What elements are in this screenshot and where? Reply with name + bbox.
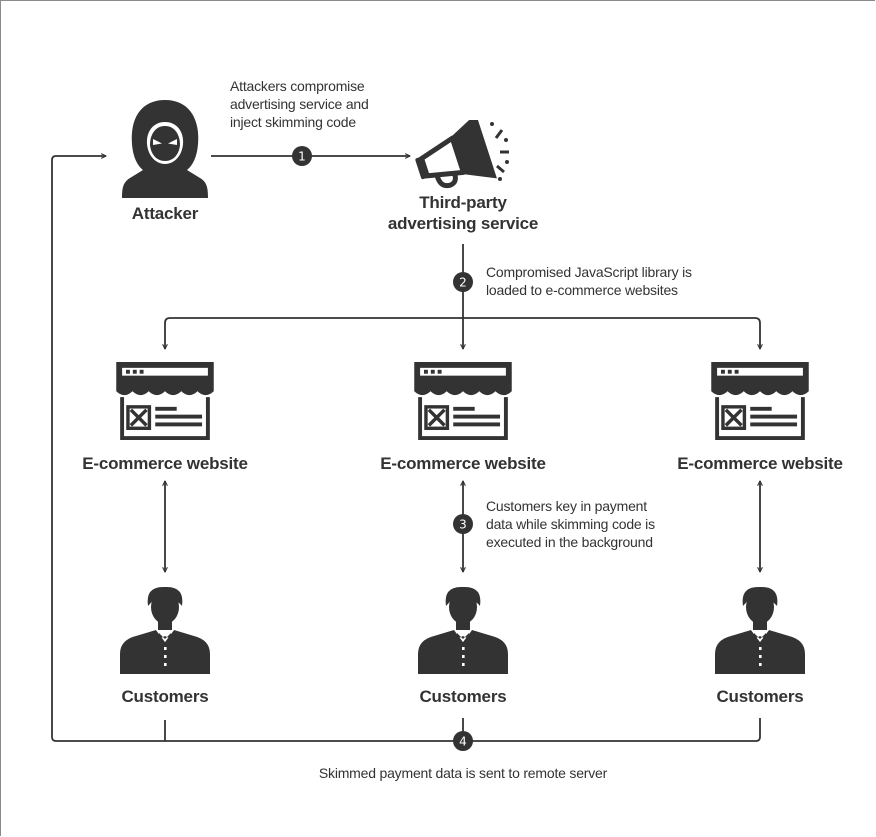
return-loop-to-attacker: [51, 156, 761, 742]
website-label-center: E-commerce website: [380, 454, 546, 473]
storefront-icon-left: [116, 362, 214, 440]
step-2-line-1: Compromised JavaScript library is: [486, 264, 692, 280]
customers-label-left: Customers: [121, 687, 209, 706]
customer-person-icon-right: [715, 586, 805, 674]
step-1-line-3: inject skimming code: [230, 114, 356, 130]
step-4-description: Skimmed payment data is sent to remote s…: [263, 764, 663, 782]
step-3-line-1: Customers key in payment: [486, 498, 647, 514]
svg-text:4: 4: [459, 735, 467, 749]
step-2-line-2: loaded to e-commerce websites: [486, 282, 678, 298]
customer-person-icon-left: [120, 586, 210, 674]
step-badge-4: 4: [453, 731, 473, 751]
step-3-description: Customers key in payment data while skim…: [486, 497, 746, 551]
website-label-left: E-commerce website: [82, 454, 248, 473]
step-3-line-3: executed in the background: [486, 534, 653, 550]
step-1-line-2: advertising service and: [230, 96, 369, 112]
website-label-right: E-commerce website: [677, 454, 843, 473]
step-badge-1: 1: [292, 146, 312, 166]
storefront-icon-right: [711, 362, 809, 440]
step-badge-3: 3: [453, 514, 473, 534]
customer-person-icon-center: [418, 586, 508, 674]
step-badge-2: 2: [453, 272, 473, 292]
hooded-attacker-icon: [122, 100, 208, 198]
svg-text:1: 1: [298, 150, 306, 164]
step-3-line-2: data while skimming code is: [486, 516, 655, 532]
step-2-description: Compromised JavaScript library is loaded…: [486, 263, 786, 299]
service-label-line-1: Third-party: [419, 193, 507, 212]
customers-label-right: Customers: [716, 687, 804, 706]
service-label-line-2: advertising service: [387, 214, 539, 233]
step-1-description: Attackers compromise advertising service…: [230, 77, 440, 131]
attacker-label: Attacker: [131, 204, 199, 223]
step-4-line-1: Skimmed payment data is sent to remote s…: [318, 765, 608, 781]
storefront-icon-center: [414, 362, 512, 440]
step-1-line-1: Attackers compromise: [230, 78, 365, 94]
svg-text:3: 3: [459, 518, 467, 532]
customers-label-center: Customers: [419, 687, 507, 706]
svg-text:2: 2: [459, 276, 467, 290]
service-label: Third-party advertising service: [373, 192, 553, 234]
